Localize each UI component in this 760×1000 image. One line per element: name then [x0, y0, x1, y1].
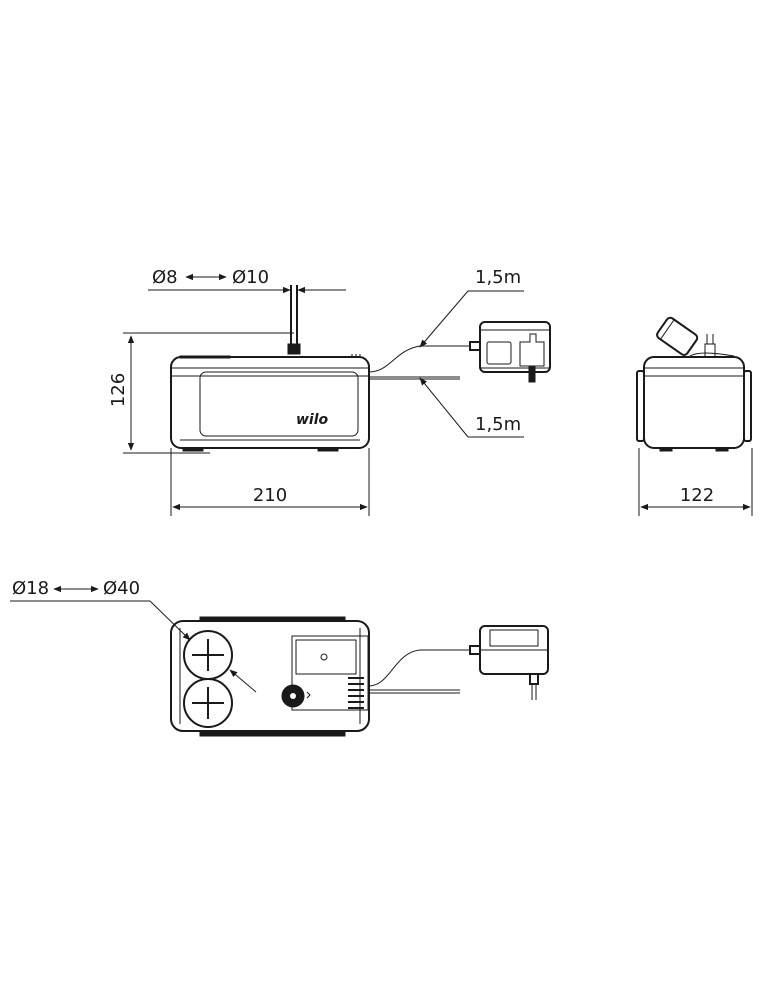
- brand-logo: wilo: [296, 412, 329, 428]
- hose-dim-alt-label: Ø10: [232, 267, 269, 288]
- height-dim-label: 126: [108, 373, 129, 407]
- cable-length-label-1: 1,5m: [475, 267, 521, 288]
- hose-dim-label: Ø8: [152, 267, 178, 288]
- control-panel-top: [291, 635, 369, 711]
- front-panel: [199, 371, 359, 437]
- pump-body-front: [170, 356, 370, 449]
- adapter-side: [656, 316, 699, 356]
- top-view: Ø18 Ø40: [10, 578, 549, 737]
- front-view: wilo Ø8 Ø10 126 210: [108, 267, 551, 516]
- depth-dim-label: 122: [680, 485, 714, 506]
- plug-pin: [528, 365, 536, 383]
- pump-body-side: [643, 356, 745, 449]
- power-cable-top: [368, 649, 470, 687]
- vent-grille: [348, 677, 364, 709]
- pump-body-top: [170, 620, 370, 732]
- inlet-dim-alt-label: Ø40: [103, 578, 140, 599]
- inlet-port-2: [183, 678, 233, 728]
- inlet-dim-label: Ø18: [12, 578, 49, 599]
- hose-connector: [287, 343, 301, 355]
- width-dim-label: 210: [253, 485, 287, 506]
- cable-length-label-2: 1,5m: [475, 414, 521, 435]
- power-cable: [368, 345, 470, 373]
- side-view: 122: [636, 316, 753, 516]
